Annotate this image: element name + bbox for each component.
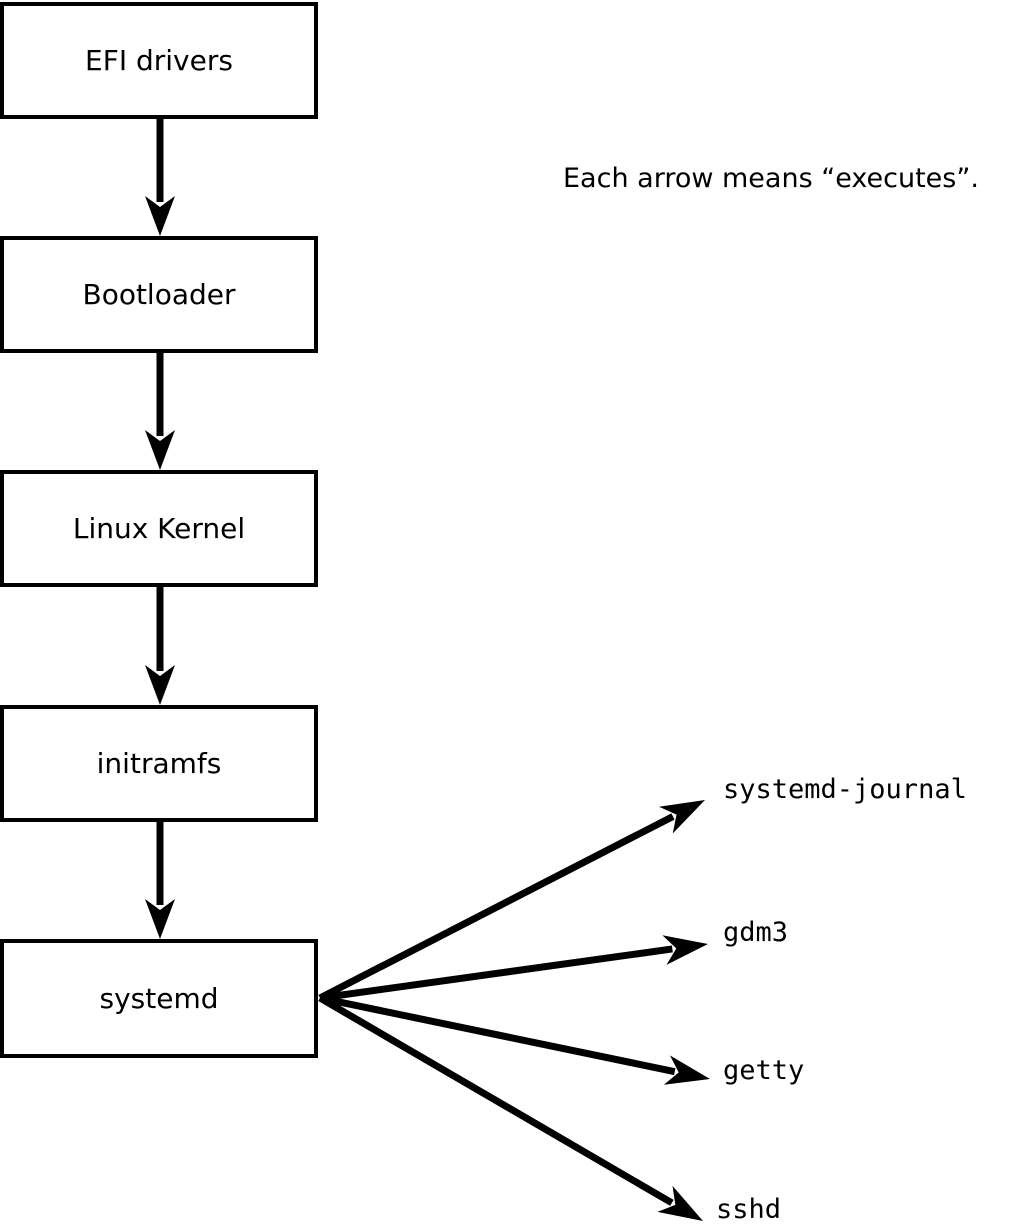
node-box-systemd[interactable]: systemd [0, 939, 318, 1058]
fanout-arrow-shaft-0 [318, 813, 675, 1002]
fanout-label-gdm3[interactable]: gdm3 [723, 917, 789, 948]
fanout-label-systemd-journal[interactable]: systemd-journal [723, 774, 967, 805]
node-label: systemd [99, 981, 219, 1015]
node-label: Bootloader [82, 277, 236, 311]
node-label: initramfs [96, 746, 222, 780]
chain-arrowhead-0 [145, 196, 175, 236]
chain-arrowhead-2 [145, 665, 175, 705]
chain-arrowhead-1 [145, 430, 175, 470]
node-box-initramfs[interactable]: initramfs [0, 705, 318, 822]
fanout-label-sshd[interactable]: sshd [716, 1194, 782, 1225]
fanout-arrow-shaft-1 [319, 945, 673, 1002]
node-box-linux-kernel[interactable]: Linux Kernel [0, 470, 318, 587]
legend-note: Each arrow means “executes”. [563, 163, 979, 194]
fanout-arrowhead-3 [657, 1185, 703, 1221]
chain-arrowhead-3 [145, 899, 175, 939]
fanout-label-getty[interactable]: getty [723, 1055, 805, 1086]
node-box-bootloader[interactable]: Bootloader [0, 236, 318, 353]
fanout-arrowhead-2 [663, 1055, 710, 1085]
node-label: Linux Kernel [72, 511, 246, 545]
node-box-efi-drivers[interactable]: EFI drivers [0, 2, 318, 119]
fanout-arrow-shaft-3 [318, 994, 674, 1206]
fanout-arrowhead-0 [659, 800, 705, 834]
node-label: EFI drivers [85, 43, 233, 77]
fanout-arrow-shaft-2 [319, 994, 676, 1076]
fanout-arrowhead-1 [662, 935, 708, 965]
fanout-arrow-group [318, 800, 710, 1221]
